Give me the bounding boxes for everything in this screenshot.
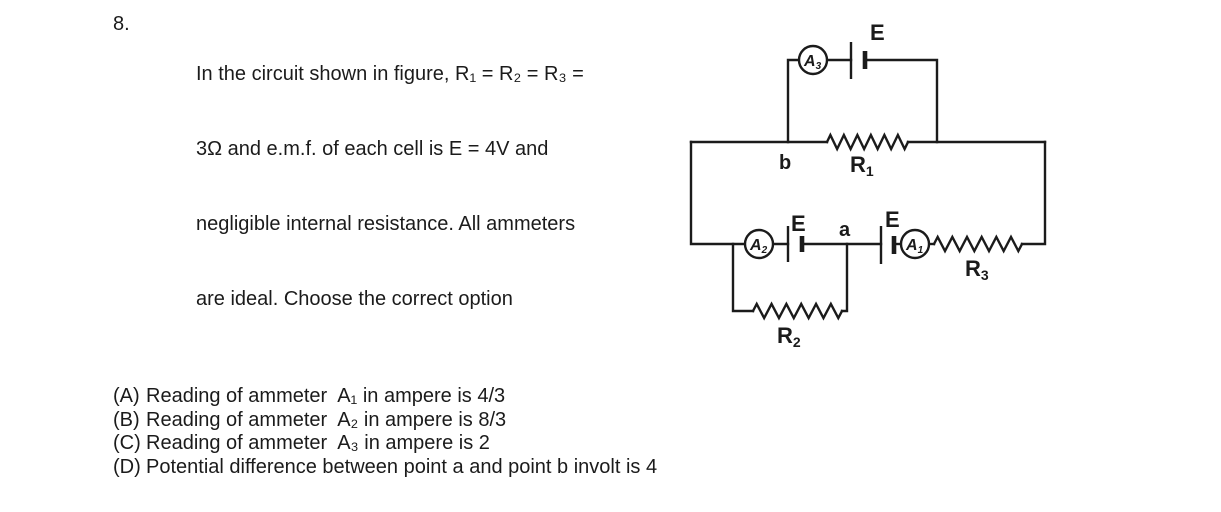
resistor-r2 (751, 301, 844, 321)
option-text: Reading of ammeter A₃ in ampere is 2 (146, 432, 490, 454)
ammeter-circle (899, 228, 931, 260)
wire (689, 140, 747, 246)
ammeter-a2-label: A2 (749, 237, 768, 256)
battery-cell-top (849, 42, 868, 79)
ammeter-a3-label: A3 (803, 53, 822, 72)
question-text: In the circuit shown in figure, R₁ = R₂ … (196, 12, 584, 362)
emf-label-right: E (885, 207, 900, 232)
emf-label-left: E (791, 211, 806, 236)
r2-branch-wires (731, 242, 849, 313)
option-text: Reading of ammeter A₁ in ampere is 4/3 (146, 385, 506, 407)
question-line-4: are ideal. Choose the correct option (196, 288, 513, 310)
options-list: (A) Reading of ammeter A₁ in ampere is 4/… (113, 385, 657, 479)
node-label-b: b (779, 152, 791, 174)
top-branch-wires (786, 58, 939, 144)
option-label: (D) (113, 455, 141, 478)
ammeter-circle (797, 44, 829, 76)
option-row-c: (C)Reading of ammeter A₃ in ampere is 2 (113, 432, 657, 456)
question-line-2: 3Ω and e.m.f. of each cell is E = 4V and (196, 138, 549, 160)
resistor-r2-label: R2 (777, 323, 801, 350)
option-label: (C) (113, 432, 141, 454)
resistor-r3 (932, 234, 1024, 254)
wire (731, 242, 755, 313)
emf-label-top: E (870, 20, 885, 45)
question-line-1: In the circuit shown in figure, R₁ = R₂ … (196, 63, 584, 85)
option-text: Potential difference between point a and… (146, 455, 658, 478)
option-row-d: (D)Potential difference between point a … (113, 456, 657, 480)
node-label-a: a (839, 219, 851, 241)
wire (786, 58, 801, 144)
ammeter-a3: A3 (797, 44, 829, 76)
option-row-b: (B) Reading of ammeter A₂ in ampere is 8/… (113, 409, 657, 433)
option-label: (A) (113, 385, 140, 407)
scan-bottom-cutoff (0, 484, 1221, 512)
option-text: Reading of ammeter A₂ in ampere is 8/3 (146, 408, 507, 431)
main-loop-wires (689, 140, 1047, 246)
wire (863, 58, 939, 144)
option-row-a: (A) Reading of ammeter A₁ in ampere is 4/… (113, 385, 657, 409)
wire (840, 242, 849, 313)
resistor-r1-label: R1 (850, 152, 874, 179)
ammeter-circle (743, 228, 775, 260)
resistor-r1 (825, 132, 910, 152)
battery-cell-left (786, 226, 805, 262)
ammeter-a2: A2 (743, 228, 775, 260)
question-line-3: negligible internal resistance. All amme… (196, 213, 576, 235)
option-label: (B) (113, 408, 140, 431)
battery-cell-right (879, 226, 897, 264)
wire (1020, 140, 1047, 246)
question-number: 8. (113, 13, 130, 35)
resistor-r3-label: R3 (965, 256, 989, 283)
ammeter-a1: A1 (899, 228, 931, 260)
ammeter-a1-label: A1 (905, 237, 924, 256)
